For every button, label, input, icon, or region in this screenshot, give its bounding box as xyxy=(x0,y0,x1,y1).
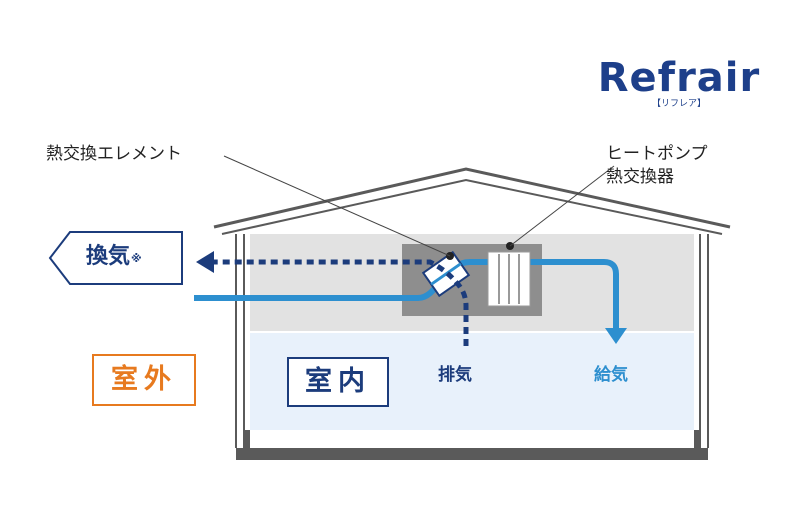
logo-name: Refrair xyxy=(597,55,761,101)
roof-outline xyxy=(213,167,731,229)
supply-arrow-head xyxy=(605,328,627,344)
floor-base xyxy=(236,448,708,460)
label-exhaust: 排気 xyxy=(438,365,472,385)
label-outdoor: 室外 xyxy=(92,354,196,406)
exhaust-arrow-head xyxy=(196,251,214,273)
roof-inner xyxy=(221,178,723,235)
heat-pump-exchanger xyxy=(487,242,531,307)
label-indoor: 室内 xyxy=(287,357,389,407)
label-heat-pump-line2: 熱交換器 xyxy=(606,167,674,187)
label-heat-pump-line1: ヒートポンプ xyxy=(606,144,708,164)
label-heat-pump: ヒートポンプ 熱交換器 xyxy=(606,143,708,189)
exhaust-air-flow xyxy=(212,259,469,346)
leader-heat-element xyxy=(223,155,451,257)
logo-reading: 【リフレア】 xyxy=(651,99,706,109)
refrair-logo: Refrair 【リフレア】 xyxy=(594,56,764,110)
supply-air-flow xyxy=(194,259,619,330)
heat-exchange-element xyxy=(421,250,471,298)
leader-heat-pump xyxy=(509,165,615,247)
ventilation-tag: 換気※ xyxy=(48,232,182,284)
label-heat-exchange-element: 熱交換エレメント xyxy=(46,144,182,164)
ventilation-note-mark: ※ xyxy=(131,252,142,265)
label-supply: 給気 xyxy=(594,365,628,385)
ventilation-tag-shape xyxy=(48,231,183,285)
ventilation-label: 換気※ xyxy=(86,244,142,269)
